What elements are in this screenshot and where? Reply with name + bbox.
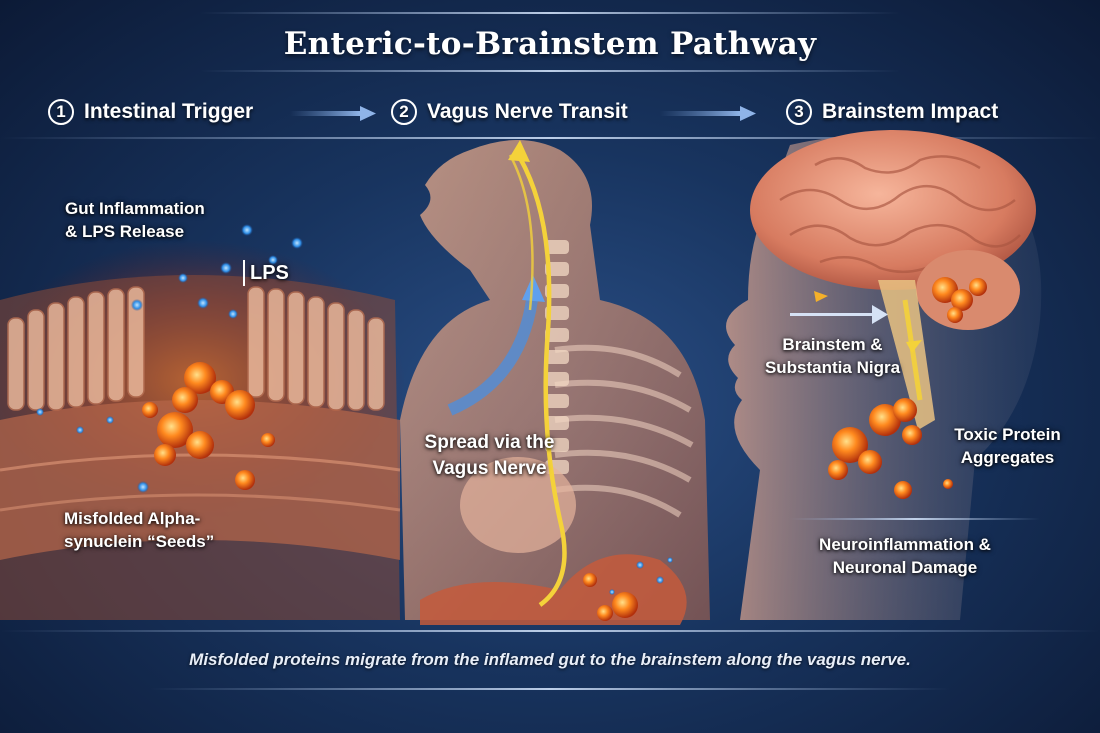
- brain-aggregates: [828, 277, 987, 499]
- page-title: Enteric-to-Brainstem Pathway: [283, 26, 817, 62]
- human-torso: [400, 140, 710, 625]
- step-brainstem-impact: 3 Brainstem Impact: [786, 99, 998, 125]
- lps-particles: [36, 224, 303, 493]
- step-label: Intestinal Trigger: [84, 100, 254, 123]
- title-rule-top: [200, 12, 900, 14]
- brainstem-pointer-head: [872, 305, 888, 324]
- step-number: 1: [48, 99, 74, 125]
- yellow-arrow-head: [906, 340, 922, 353]
- caption: Misfolded proteins migrate from the infl…: [189, 650, 911, 669]
- intestinal-tissue: [0, 240, 405, 620]
- neuroinflammation-label: Neuroinflammation & Neuronal Damage: [819, 535, 991, 577]
- vagus-arrow-head: [508, 140, 530, 162]
- step-label: Vagus Nerve Transit: [427, 100, 628, 123]
- steps-rule: [0, 137, 1100, 139]
- step-number: 2: [391, 99, 417, 125]
- caption-rule-bottom: [150, 688, 950, 690]
- step-label: Brainstem Impact: [822, 100, 999, 123]
- step-arrow-1: [290, 106, 376, 121]
- vagus-nerve-branch: [508, 154, 534, 311]
- spread-arrow: [447, 299, 538, 416]
- spread-arrow-head: [522, 275, 545, 302]
- caption-rule-top: [0, 630, 1100, 632]
- step-arrow-2: [660, 106, 756, 121]
- stomach-aggregates: [583, 573, 638, 621]
- neuro-rule: [790, 518, 1040, 520]
- step-intestinal-trigger: 1 Intestinal Trigger: [48, 99, 253, 125]
- toxic-protein-label: Toxic Protein Aggregates: [954, 425, 1061, 467]
- gut-aggregates: [142, 362, 275, 490]
- gut-inflammation-label: Gut Inflammation & LPS Release: [65, 199, 205, 241]
- lps-marker: [243, 260, 245, 286]
- brain: [750, 130, 1036, 430]
- small-arrow: [814, 291, 828, 302]
- stomach-lps: [609, 557, 673, 595]
- lps-label: LPS: [250, 262, 289, 284]
- brainstem-pointer: [790, 313, 875, 316]
- step-vagus-nerve-transit: 2 Vagus Nerve Transit: [391, 99, 628, 125]
- vagus-nerve: [518, 156, 567, 607]
- misfolded-seeds-label: Misfolded Alpha- synuclein “Seeds”: [64, 509, 215, 551]
- step-number: 3: [786, 99, 812, 125]
- brainstem-label: Brainstem & Substantia Nigra: [764, 335, 901, 377]
- title-rule-bottom: [200, 70, 900, 72]
- spread-label: Spread via the Vagus Nerve: [424, 432, 555, 479]
